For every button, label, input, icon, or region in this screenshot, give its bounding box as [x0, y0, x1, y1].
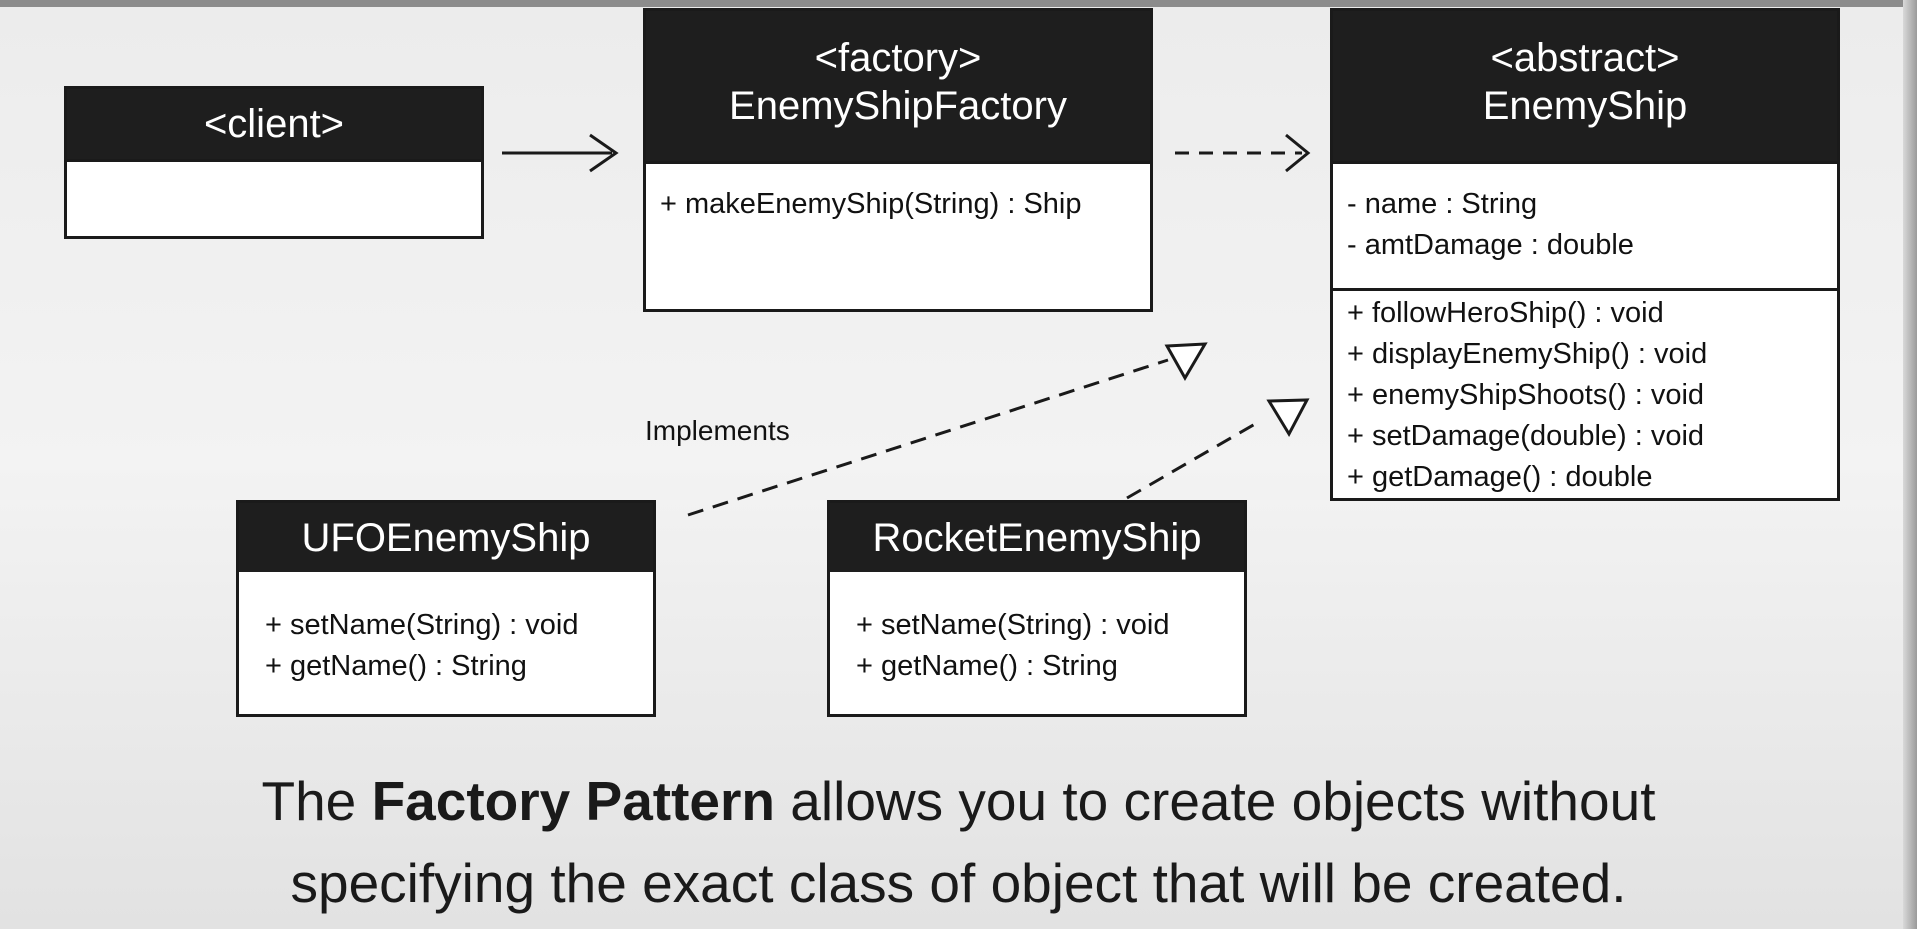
enemyship-attributes: - name : String - amtDamage : double	[1333, 161, 1837, 288]
method-row: + getName() : String	[856, 650, 1118, 682]
attribute-row: - name : String	[1347, 188, 1538, 220]
client-stereotype: <client>	[203, 102, 345, 146]
factory-to-abstract-arrowhead	[1285, 133, 1311, 173]
caption-line-2: specifying the exact class of object tha…	[290, 852, 1627, 914]
factory-class: <factory> EnemyShipFactory + makeEnemySh…	[643, 8, 1153, 312]
client-class: <client>	[64, 86, 484, 239]
ufo-implements-line	[687, 358, 1169, 517]
attribute-row: - amtDamage : double	[1347, 229, 1634, 261]
method-row: + displayEnemyShip() : void	[1347, 338, 1708, 370]
client-header: <client>	[67, 89, 481, 159]
factory-stereotype: <factory>	[814, 36, 982, 80]
rocket-implements-line	[1126, 418, 1263, 500]
rocket-methods: + setName(String) : void + getName() : S…	[830, 572, 1244, 695]
method-row: + makeEnemyShip(String) : Ship	[660, 188, 1082, 220]
caption-pre: The	[261, 770, 372, 832]
enemyship-methods: + followHeroShip() : void + displayEnemy…	[1333, 288, 1837, 506]
rocket-name: RocketEnemyShip	[872, 516, 1202, 560]
ufo-name: UFOEnemyShip	[301, 516, 591, 560]
factory-name: EnemyShipFactory	[729, 84, 1067, 128]
caption-line-1: The Factory Pattern allows you to create…	[0, 764, 1917, 838]
method-row: + getName() : String	[265, 650, 527, 682]
method-row: + followHeroShip() : void	[1347, 297, 1664, 329]
method-row: + getDamage() : double	[1347, 461, 1653, 493]
caption-post: allows you to create objects without	[775, 770, 1656, 832]
ufo-implements-triangle	[1164, 342, 1208, 382]
method-row: + setName(String) : void	[856, 609, 1170, 641]
enemyship-name: EnemyShip	[1482, 84, 1688, 128]
enemyship-stereotype: <abstract>	[1490, 36, 1680, 80]
ufo-class: UFOEnemyShip + setName(String) : void + …	[236, 500, 656, 717]
enemyship-class: <abstract> EnemyShip - name : String - a…	[1330, 8, 1840, 501]
caption-bold: Factory Pattern	[371, 770, 776, 832]
client-to-factory-arrowhead	[589, 133, 619, 173]
factory-header: <factory> EnemyShipFactory	[646, 11, 1150, 161]
enemyship-header: <abstract> EnemyShip	[1333, 11, 1837, 161]
right-edge-shadow	[1903, 0, 1917, 929]
rocket-header: RocketEnemyShip	[830, 503, 1244, 572]
rocket-class: RocketEnemyShip + setName(String) : void…	[827, 500, 1247, 717]
method-row: + enemyShipShoots() : void	[1347, 379, 1705, 411]
method-row: + setDamage(double) : void	[1347, 420, 1705, 452]
ufo-header: UFOEnemyShip	[239, 503, 653, 572]
rocket-implements-triangle	[1266, 398, 1310, 438]
implements-label: Implements	[645, 415, 790, 446]
method-row: + setName(String) : void	[265, 609, 579, 641]
client-body	[67, 159, 481, 239]
factory-methods: + makeEnemyShip(String) : Ship	[646, 161, 1150, 233]
ufo-methods: + setName(String) : void + getName() : S…	[239, 572, 653, 695]
top-border	[0, 0, 1917, 7]
